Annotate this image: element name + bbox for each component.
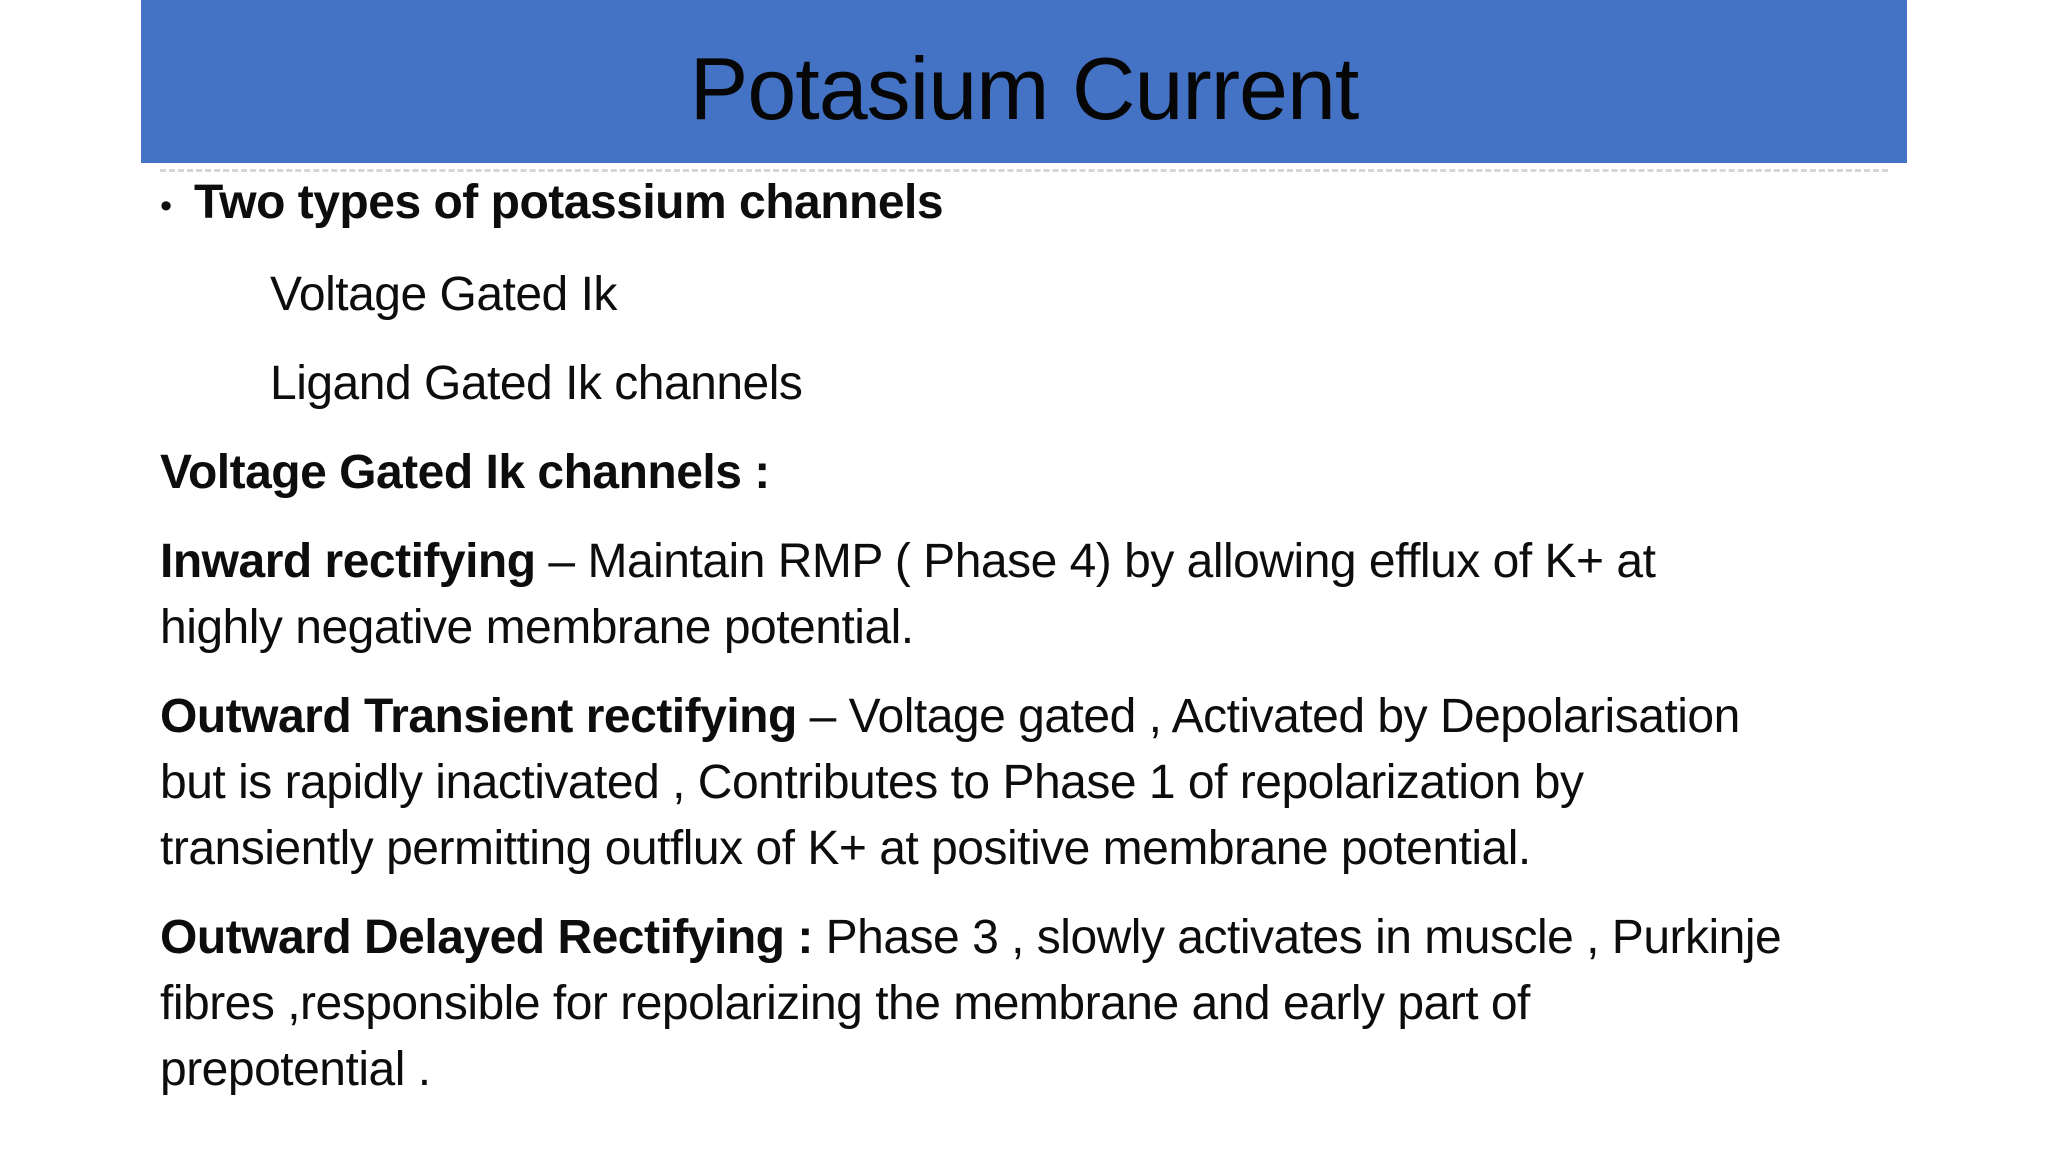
paragraph-line: but is rapidly inactivated , Contributes… bbox=[160, 756, 1584, 809]
section-heading: Voltage Gated Ik channels : bbox=[160, 446, 770, 499]
paragraph-outward-transient: Outward Transient rectifying – Voltage g… bbox=[160, 684, 2020, 882]
bullet-marker: • bbox=[160, 187, 172, 225]
title-banner: Potasium Current bbox=[141, 0, 1907, 163]
paragraph-separator: – bbox=[535, 535, 588, 588]
paragraph-line: fibres ,responsible for repolarizing the… bbox=[160, 977, 1530, 1030]
paragraph-text: Phase 3 , slowly activates in muscle , P… bbox=[825, 911, 1782, 964]
paragraph-line: Outward Transient rectifying – Voltage g… bbox=[160, 684, 2020, 750]
bullet-text: Two types of potassium channels bbox=[194, 176, 944, 229]
paragraph-text: Maintain RMP ( Phase 4) by allowing effl… bbox=[587, 535, 1656, 588]
paragraph-lead: Inward rectifying bbox=[160, 535, 536, 588]
paragraph-line: prepotential . bbox=[160, 1043, 431, 1096]
slide-title: Potasium Current bbox=[689, 38, 1360, 138]
sub-item-voltage-gated: Voltage Gated Ik bbox=[270, 268, 617, 321]
paragraph-line: transiently permitting outflux of K+ at … bbox=[160, 822, 1531, 875]
paragraph-inward-rectifying: Inward rectifying – Maintain RMP ( Phase… bbox=[160, 529, 2020, 661]
paragraph-line: Outward Delayed Rectifying : Phase 3 , s… bbox=[160, 905, 2020, 971]
paragraph-lead: Outward Delayed Rectifying : bbox=[160, 911, 813, 964]
paragraph-outward-delayed: Outward Delayed Rectifying : Phase 3 , s… bbox=[160, 905, 2020, 1103]
banner-divider-artifact bbox=[160, 169, 1888, 172]
paragraph-line: Inward rectifying – Maintain RMP ( Phase… bbox=[160, 529, 2020, 595]
slide-body: • Two types of potassium channels Voltage… bbox=[160, 170, 2020, 1126]
paragraph-separator: – bbox=[796, 690, 849, 743]
sub-item-ligand-gated: Ligand Gated Ik channels bbox=[270, 357, 803, 410]
paragraph-line: highly negative membrane potential. bbox=[160, 601, 914, 654]
paragraph-text: Voltage gated , Activated by Depolarisat… bbox=[848, 690, 1741, 743]
paragraph-separator bbox=[813, 911, 826, 964]
paragraph-lead: Outward Transient rectifying bbox=[160, 690, 797, 743]
bullet-item: • Two types of potassium channels bbox=[160, 170, 2020, 239]
